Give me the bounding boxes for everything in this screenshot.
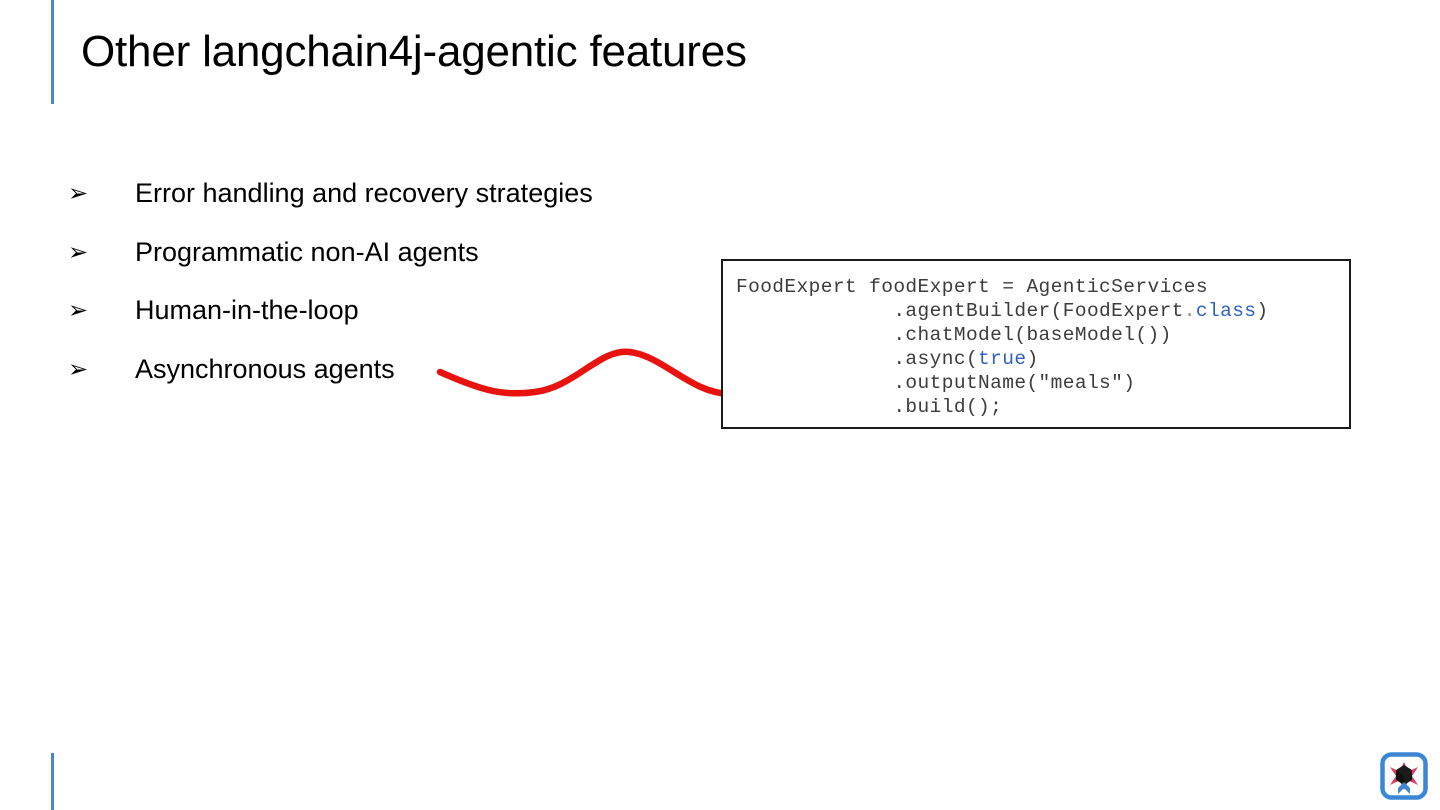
list-item-label: Asynchronous agents <box>135 353 395 384</box>
list-item: ➢ Asynchronous agents <box>68 348 708 407</box>
bullet-list: ➢ Error handling and recovery strategies… <box>68 172 708 406</box>
code-line: .chatModel(baseModel()) <box>736 323 1269 347</box>
list-item: ➢ Programmatic non-AI agents <box>68 231 708 290</box>
code-token: .async( <box>893 348 979 370</box>
bullet-arrow-icon: ➢ <box>68 237 89 266</box>
code-line: .build(); <box>736 395 1269 419</box>
accent-rule-top <box>51 0 54 104</box>
code-token: FoodExpert foodExpert = AgenticServices <box>736 276 1208 298</box>
bullet-arrow-icon: ➢ <box>68 179 89 207</box>
code-line: .async(true) <box>736 347 1269 371</box>
list-item: ➢ Error handling and recovery strategies <box>68 172 708 231</box>
code-token: class <box>1195 300 1257 322</box>
code-token: . <box>1183 300 1196 322</box>
code-line: .outputName("meals") <box>736 371 1269 395</box>
code-line: .agentBuilder(FoodExpert.class) <box>736 299 1269 323</box>
code-line: FoodExpert foodExpert = AgenticServices <box>736 275 1269 299</box>
page-title: Other langchain4j-agentic features <box>81 27 747 76</box>
list-item-label: Programmatic non-AI agents <box>135 236 479 267</box>
code-token: .agentBuilder(FoodExpert <box>893 300 1184 322</box>
code-token: ) <box>1256 300 1269 322</box>
code-token: .chatModel(baseModel()) <box>893 324 1172 346</box>
code-token: .build(); <box>893 396 1003 418</box>
list-item-label: Human-in-the-loop <box>135 295 359 325</box>
bullet-arrow-icon: ➢ <box>68 296 89 324</box>
accent-rule-bottom <box>51 753 54 810</box>
list-item: ➢ Human-in-the-loop <box>68 289 708 348</box>
code-token: true <box>978 348 1027 370</box>
code-token: .outputName("meals") <box>893 372 1136 394</box>
code-token: ) <box>1026 348 1039 370</box>
code-snippet-box: FoodExpert foodExpert = AgenticServices … <box>721 259 1351 429</box>
code-snippet-text: FoodExpert foodExpert = AgenticServices … <box>736 275 1269 419</box>
list-item-label: Error handling and recovery strategies <box>135 178 593 208</box>
bullet-arrow-icon: ➢ <box>68 354 89 383</box>
devoxx-logo <box>1380 752 1428 800</box>
